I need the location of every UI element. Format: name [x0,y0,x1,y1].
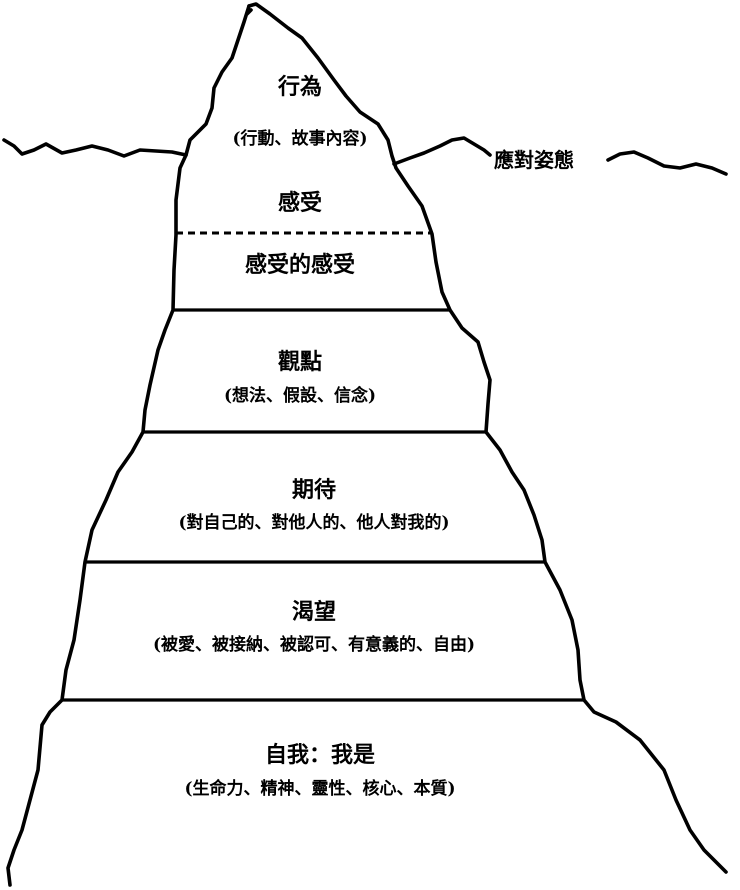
layer-perspectives-title: 觀點 [277,349,322,375]
waterline-far-right [606,150,728,176]
layer-feelings-about-feelings-title: 感受的感受 [244,252,355,278]
coping-stance-label: 應對姿態 [494,148,574,172]
waterline-right [392,136,492,166]
layer-self-title: 自我：我是 [264,742,375,768]
layer-behavior-detail: (行動、故事內容) [232,129,368,149]
layer-perspectives-detail: (想法、假設、信念) [223,386,377,406]
layer-expectations-detail: (對自己的、對他人的、他人對我的) [178,513,450,533]
iceberg-right-edge [247,2,728,874]
layer-self-detail: (生命力、精神、靈性、核心、本質) [184,779,456,799]
waterline-left [2,138,188,158]
layer-yearnings-title: 渴望 [291,599,336,625]
layer-yearnings-detail: (被愛、被接納、被認可、有意義的、自由) [152,635,476,655]
layer-feelings-title: 感受 [277,190,322,216]
layer-behavior-title: 行為 [277,74,322,100]
layer-expectations-title: 期待 [291,477,336,503]
